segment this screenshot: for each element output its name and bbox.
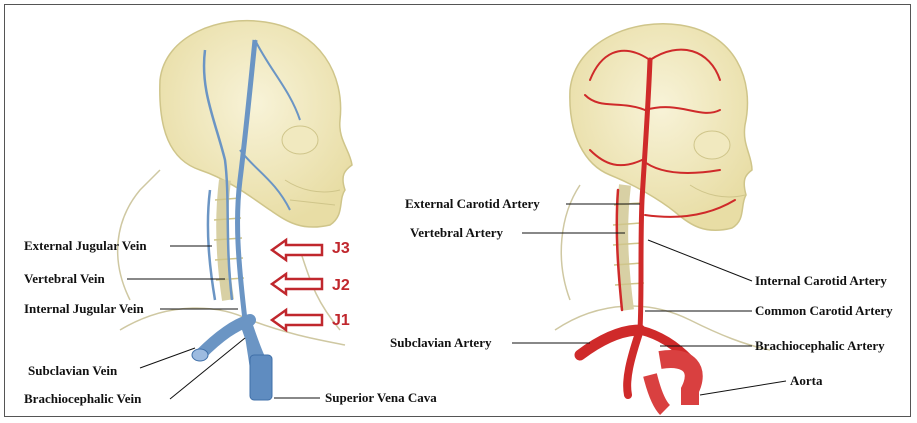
marker-j1: J1 bbox=[332, 313, 350, 329]
brachiocephalic-vein-label: Brachiocephalic Vein bbox=[24, 392, 141, 406]
superior-vena-cava-label: Superior Vena Cava bbox=[325, 391, 437, 405]
internal-jugular-vein-label: Internal Jugular Vein bbox=[24, 302, 144, 316]
left-head-drawing bbox=[118, 21, 352, 400]
common-carotid-artery-label: Common Carotid Artery bbox=[755, 304, 893, 318]
internal-carotid-artery-label: Internal Carotid Artery bbox=[755, 274, 887, 288]
aorta-label: Aorta bbox=[790, 374, 823, 388]
subclavian-artery-label: Subclavian Artery bbox=[390, 336, 491, 350]
vertebral-artery-label: Vertebral Artery bbox=[410, 226, 503, 240]
external-carotid-artery-label: External Carotid Artery bbox=[405, 197, 540, 211]
marker-j2: J2 bbox=[332, 278, 350, 294]
vertebral-vein-label: Vertebral Vein bbox=[24, 272, 105, 286]
subclavian-vein-label: Subclavian Vein bbox=[28, 364, 117, 378]
external-jugular-vein-label: External Jugular Vein bbox=[24, 239, 147, 253]
brachiocephalic-artery-label: Brachiocephalic Artery bbox=[755, 339, 885, 353]
right-head-drawing bbox=[512, 24, 786, 410]
marker-j3: J3 bbox=[332, 241, 350, 257]
